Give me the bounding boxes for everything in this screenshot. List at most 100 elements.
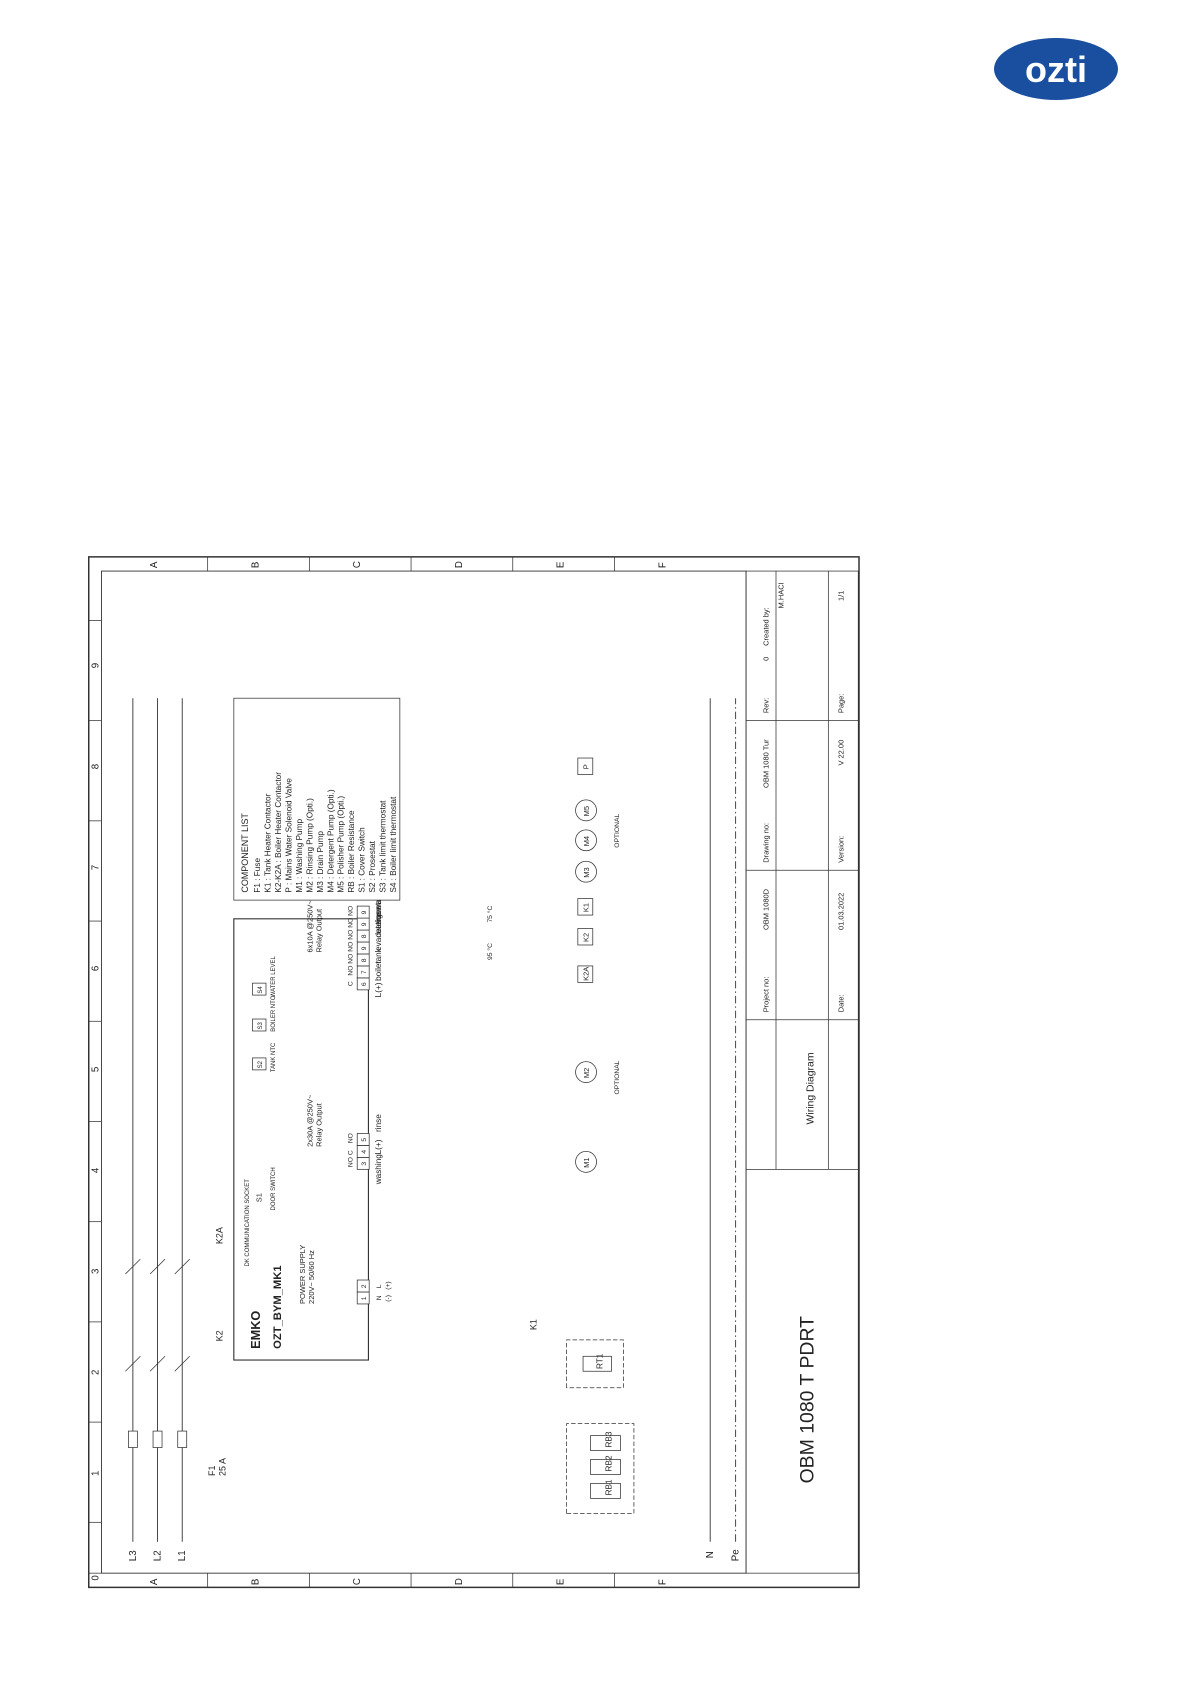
svg-text:9: 9 [90, 663, 101, 668]
svg-text:K2: K2 [581, 933, 590, 942]
grid-col-5: 5 [90, 1067, 101, 1072]
svg-text:5: 5 [361, 1138, 368, 1142]
svg-text:M5: M5 [582, 806, 591, 816]
contactor-K2-coil [577, 928, 594, 946]
svg-text:K2A: K2A [581, 967, 590, 981]
svg-text:B: B [251, 562, 262, 568]
svg-text:M1 : Washing Pump: M1 : Washing Pump [295, 819, 304, 893]
svg-text:Page:: Page: [836, 694, 845, 714]
svg-text:M2 : Rinsing Pump (Opti.): M2 : Rinsing Pump (Opti.) [305, 798, 314, 893]
svg-text:F1 : Fuse: F1 : Fuse [253, 858, 262, 893]
switch-S1-label: S1 [254, 1193, 263, 1202]
svg-text:Drawing no:: Drawing no: [762, 823, 771, 863]
svg-text:NO: NO [348, 1157, 355, 1167]
svg-text:C: C [348, 1150, 355, 1155]
svg-text:1: 1 [90, 1471, 101, 1476]
grid-row-B: BB [251, 562, 262, 1586]
load-devices [575, 757, 597, 1173]
contactor-K2-contacts [125, 1356, 190, 1372]
column-ruler: 0 1 2 3 4 5 6 7 8 9 [88, 663, 101, 1581]
label-Pe: Pe [731, 1549, 742, 1561]
svg-text:8: 8 [361, 958, 368, 962]
contactor-K1-coil [577, 898, 594, 916]
door-switch-label: DOOR SWITCH [271, 1167, 277, 1210]
svg-text:NO: NO [348, 966, 355, 976]
tank-ntc-label: TANK NTC [271, 1042, 277, 1072]
svg-text:M4: M4 [582, 836, 591, 846]
supply-lines [132, 698, 737, 1542]
svg-text:N: N [376, 1295, 383, 1300]
power-spec-label: 220V~ 50/60 Hz [307, 1250, 316, 1304]
grid-col-7: 7 [90, 865, 101, 870]
motor-M4 [575, 829, 597, 852]
svg-text:OBM 1080 Tur: OBM 1080 Tur [762, 739, 771, 788]
grid-row-E: EE [556, 561, 567, 1585]
svg-text:S3: S3 [258, 1022, 264, 1030]
svg-text:boiler: boiler [374, 961, 383, 981]
svg-text:6: 6 [361, 982, 368, 986]
svg-text:RT1: RT1 [596, 1353, 605, 1369]
svg-text:M2: M2 [582, 1068, 591, 1078]
terminal-blocks [356, 905, 370, 1305]
svg-text:0: 0 [762, 657, 771, 661]
component-list-title: COMPONENT LIST [240, 813, 250, 893]
svg-text:S2 : Prosestat: S2 : Prosestat [368, 840, 377, 892]
svg-text:RB3: RB3 [604, 1431, 613, 1447]
svg-text:C: C [348, 981, 355, 986]
svg-text:rinse: rinse [374, 1114, 383, 1132]
comm-socket-label: DK COMMUNICATION SOCKET [245, 1179, 251, 1267]
grid-col-3: 3 [90, 1269, 101, 1274]
svg-text:S4 : Boiler limit thermostat: S4 : Boiler limit thermostat [389, 796, 398, 893]
svg-text:detergent: detergent [374, 902, 383, 937]
outer-frame [88, 556, 860, 1589]
line-labels: L3 L2 L1 N Pe [128, 1549, 742, 1561]
svg-text:E: E [556, 561, 567, 568]
svg-text:7: 7 [90, 865, 101, 870]
svg-text:K1: K1 [581, 903, 590, 912]
diagram-canvas: 0 1 2 3 4 5 6 7 8 9 AA BB C C D D EE FF [88, 556, 860, 1589]
svg-text:D: D [454, 1578, 465, 1585]
ozti-logo: ozti [994, 38, 1118, 100]
relay-30a-sub: Relay Output [314, 1102, 323, 1147]
svg-text:NO: NO [348, 906, 355, 916]
grid-col-8: 8 [90, 764, 101, 769]
grid-row-A: AA [149, 561, 160, 1585]
svg-text:M3 : Drain Pump: M3 : Drain Pump [316, 831, 325, 893]
relay-10a-sub: Relay Output [314, 908, 323, 953]
svg-text:S2: S2 [258, 1060, 264, 1068]
grid-col-4: 4 [90, 1167, 101, 1173]
label-L2: L2 [153, 1550, 164, 1561]
grid-row-F: FF [657, 562, 668, 1585]
svg-text:2: 2 [90, 1370, 101, 1375]
svg-text:9: 9 [361, 922, 368, 926]
svg-text:M.HACI: M.HACI [776, 582, 785, 608]
label-L3: L3 [128, 1550, 139, 1561]
svg-text:RB1: RB1 [604, 1479, 613, 1495]
svg-text:Date:: Date: [836, 994, 845, 1012]
K2-contact-label: K2 [215, 1330, 225, 1341]
svg-text:75 °C: 75 °C [486, 906, 494, 923]
svg-text:M1: M1 [582, 1157, 591, 1167]
svg-text:D: D [454, 561, 465, 568]
svg-text:NO: NO [348, 954, 355, 964]
motor-M2 [575, 1061, 597, 1083]
svg-text:M4 : Detergent Pump (Opti.): M4 : Detergent Pump (Opti.) [326, 789, 335, 892]
relay-30a-label: 2x30A @250V~ [305, 1094, 314, 1147]
motor-M1 [575, 1151, 597, 1173]
grid-col-1: 1 [90, 1471, 101, 1476]
svg-text:tank: tank [374, 947, 383, 963]
logo-text: ozti [1025, 49, 1087, 90]
svg-text:V 22.00: V 22.00 [836, 740, 845, 766]
svg-text:NO: NO [348, 918, 355, 928]
svg-text:7: 7 [361, 970, 368, 974]
svg-text:4: 4 [361, 1150, 368, 1154]
relay-10a-label: 6x10A @250V~ [305, 900, 314, 953]
valve-P [577, 757, 594, 775]
svg-text:L: L [376, 1284, 383, 1288]
svg-text:OPTIONAL: OPTIONAL [614, 1060, 621, 1094]
svg-text:M3: M3 [582, 867, 591, 877]
grid-col-6: 6 [90, 966, 101, 971]
svg-text:8: 8 [361, 934, 368, 938]
row-ruler: AA BB C C D D EE FF [149, 561, 669, 1585]
resistor-RT1 [582, 1355, 612, 1372]
